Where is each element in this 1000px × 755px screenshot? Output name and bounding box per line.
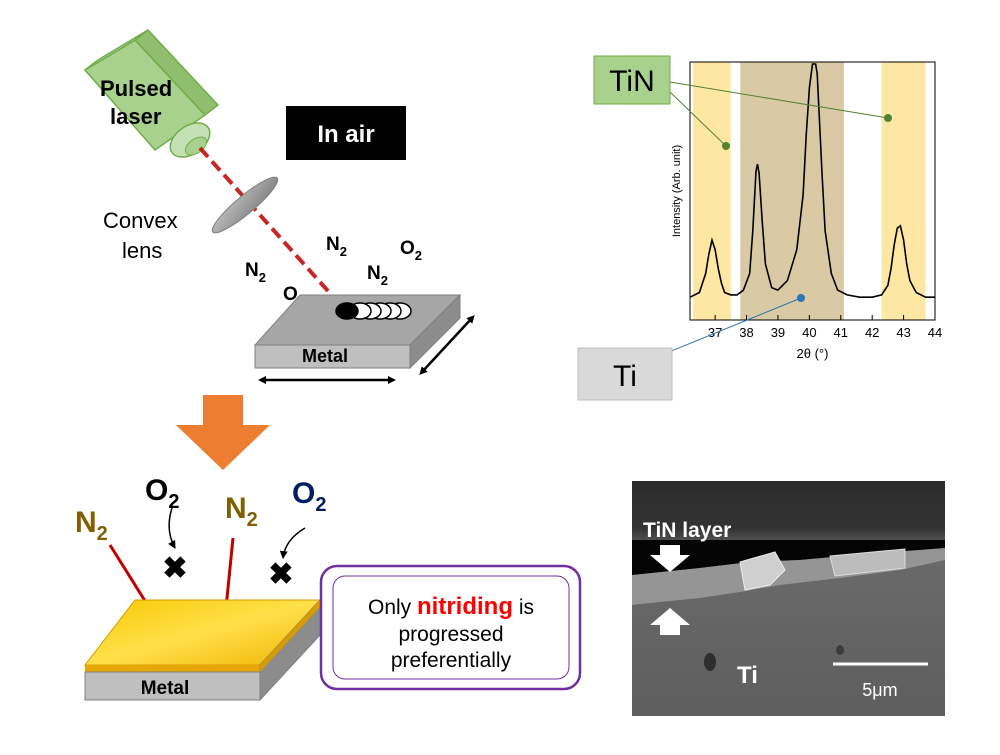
layer-top-arrow-icon <box>650 545 690 572</box>
laser-spots <box>335 302 412 320</box>
laser-setup: Pulsed laser Convex lens In air N2 N2 O2… <box>83 28 475 384</box>
tin-connector-left <box>669 91 727 147</box>
callout-line-3: preferentially <box>391 649 512 672</box>
xrd-chart: 37 38 39 40 41 42 43 44 2θ (°) Intensity (Arb. … <box>577 55 942 401</box>
xrd-tick-label: 40 <box>802 325 816 340</box>
blocked-x-icon: ✖ <box>162 552 187 585</box>
down-arrow-icon <box>176 395 270 470</box>
tin-label: TiN <box>609 65 655 98</box>
callout-line-1: Only nitriding is <box>368 593 534 620</box>
tin-marker-left <box>722 142 730 150</box>
convex-lens-icon <box>211 176 279 234</box>
callout-inner <box>332 575 570 680</box>
callout-line-2: progressed <box>398 623 503 646</box>
laser-beam <box>198 146 347 312</box>
in-air-box <box>286 106 406 160</box>
lens-label-1: Convex <box>103 208 178 233</box>
scale-label: 5μm <box>862 680 897 700</box>
ti-label-box <box>577 347 673 401</box>
ti-label: Ti <box>613 360 637 393</box>
xrd-band-tin-0 <box>693 62 731 320</box>
xrd-tick-label: 37 <box>708 325 722 340</box>
gas-n2-b: N2 <box>326 234 347 259</box>
sem-ti-label: Ti <box>737 662 758 689</box>
layer-bottom-arrow-icon <box>650 608 690 635</box>
laser-label-2: laser <box>110 104 162 129</box>
nitriding-schematic: N2 O2 N2 O2 ✖ ✖ Metal Only nitriding is … <box>75 474 582 702</box>
o2-arrow-mid <box>168 507 176 549</box>
metal-label-bottom: Metal <box>141 678 190 699</box>
xrd-axes-frame <box>689 61 936 321</box>
xrd-tick-label: 44 <box>928 325 942 340</box>
tin-label-box <box>593 55 671 105</box>
sem-image: TiN layer Ti 5μm <box>632 481 945 716</box>
xrd-band-ti-1 <box>740 62 844 320</box>
gas-n2-a: N2 <box>245 260 266 285</box>
xrd-tick-label: 41 <box>834 325 848 340</box>
in-air-label: In air <box>317 121 374 148</box>
metal-label-top: Metal <box>302 346 348 366</box>
laser-label-1: Pulsed <box>100 76 172 101</box>
xrd-ylabel: Intensity (Arb. unit) <box>671 145 683 237</box>
gas-n2-left: N2 <box>75 506 108 545</box>
xrd-xlabel: 2θ (°) <box>797 346 829 361</box>
tin-connector-right <box>669 81 889 119</box>
o2-arrow-right <box>279 527 306 559</box>
sem-layer-label: TiN layer <box>643 519 731 542</box>
gas-o2-a: O2 <box>400 238 422 263</box>
gas-o2-mid: O2 <box>145 474 179 513</box>
xrd-tick-label: 39 <box>771 325 785 340</box>
blocked-x-icon: ✖ <box>268 558 293 591</box>
tin-marker-right <box>884 114 892 122</box>
xrd-series-line <box>689 63 935 298</box>
pulsed-laser-icon <box>83 28 220 158</box>
gas-n2-c: N2 <box>367 263 388 288</box>
gas-n2-mid: N2 <box>225 492 258 531</box>
xrd-tick-label: 43 <box>896 325 910 340</box>
ti-marker <box>797 294 805 302</box>
lens-label-2: lens <box>122 238 162 263</box>
scan-arrow-y <box>419 315 475 375</box>
xrd-tick-label: 42 <box>865 325 879 340</box>
xrd-tick-label: 38 <box>739 325 753 340</box>
gas-o2-right: O2 <box>292 477 326 516</box>
